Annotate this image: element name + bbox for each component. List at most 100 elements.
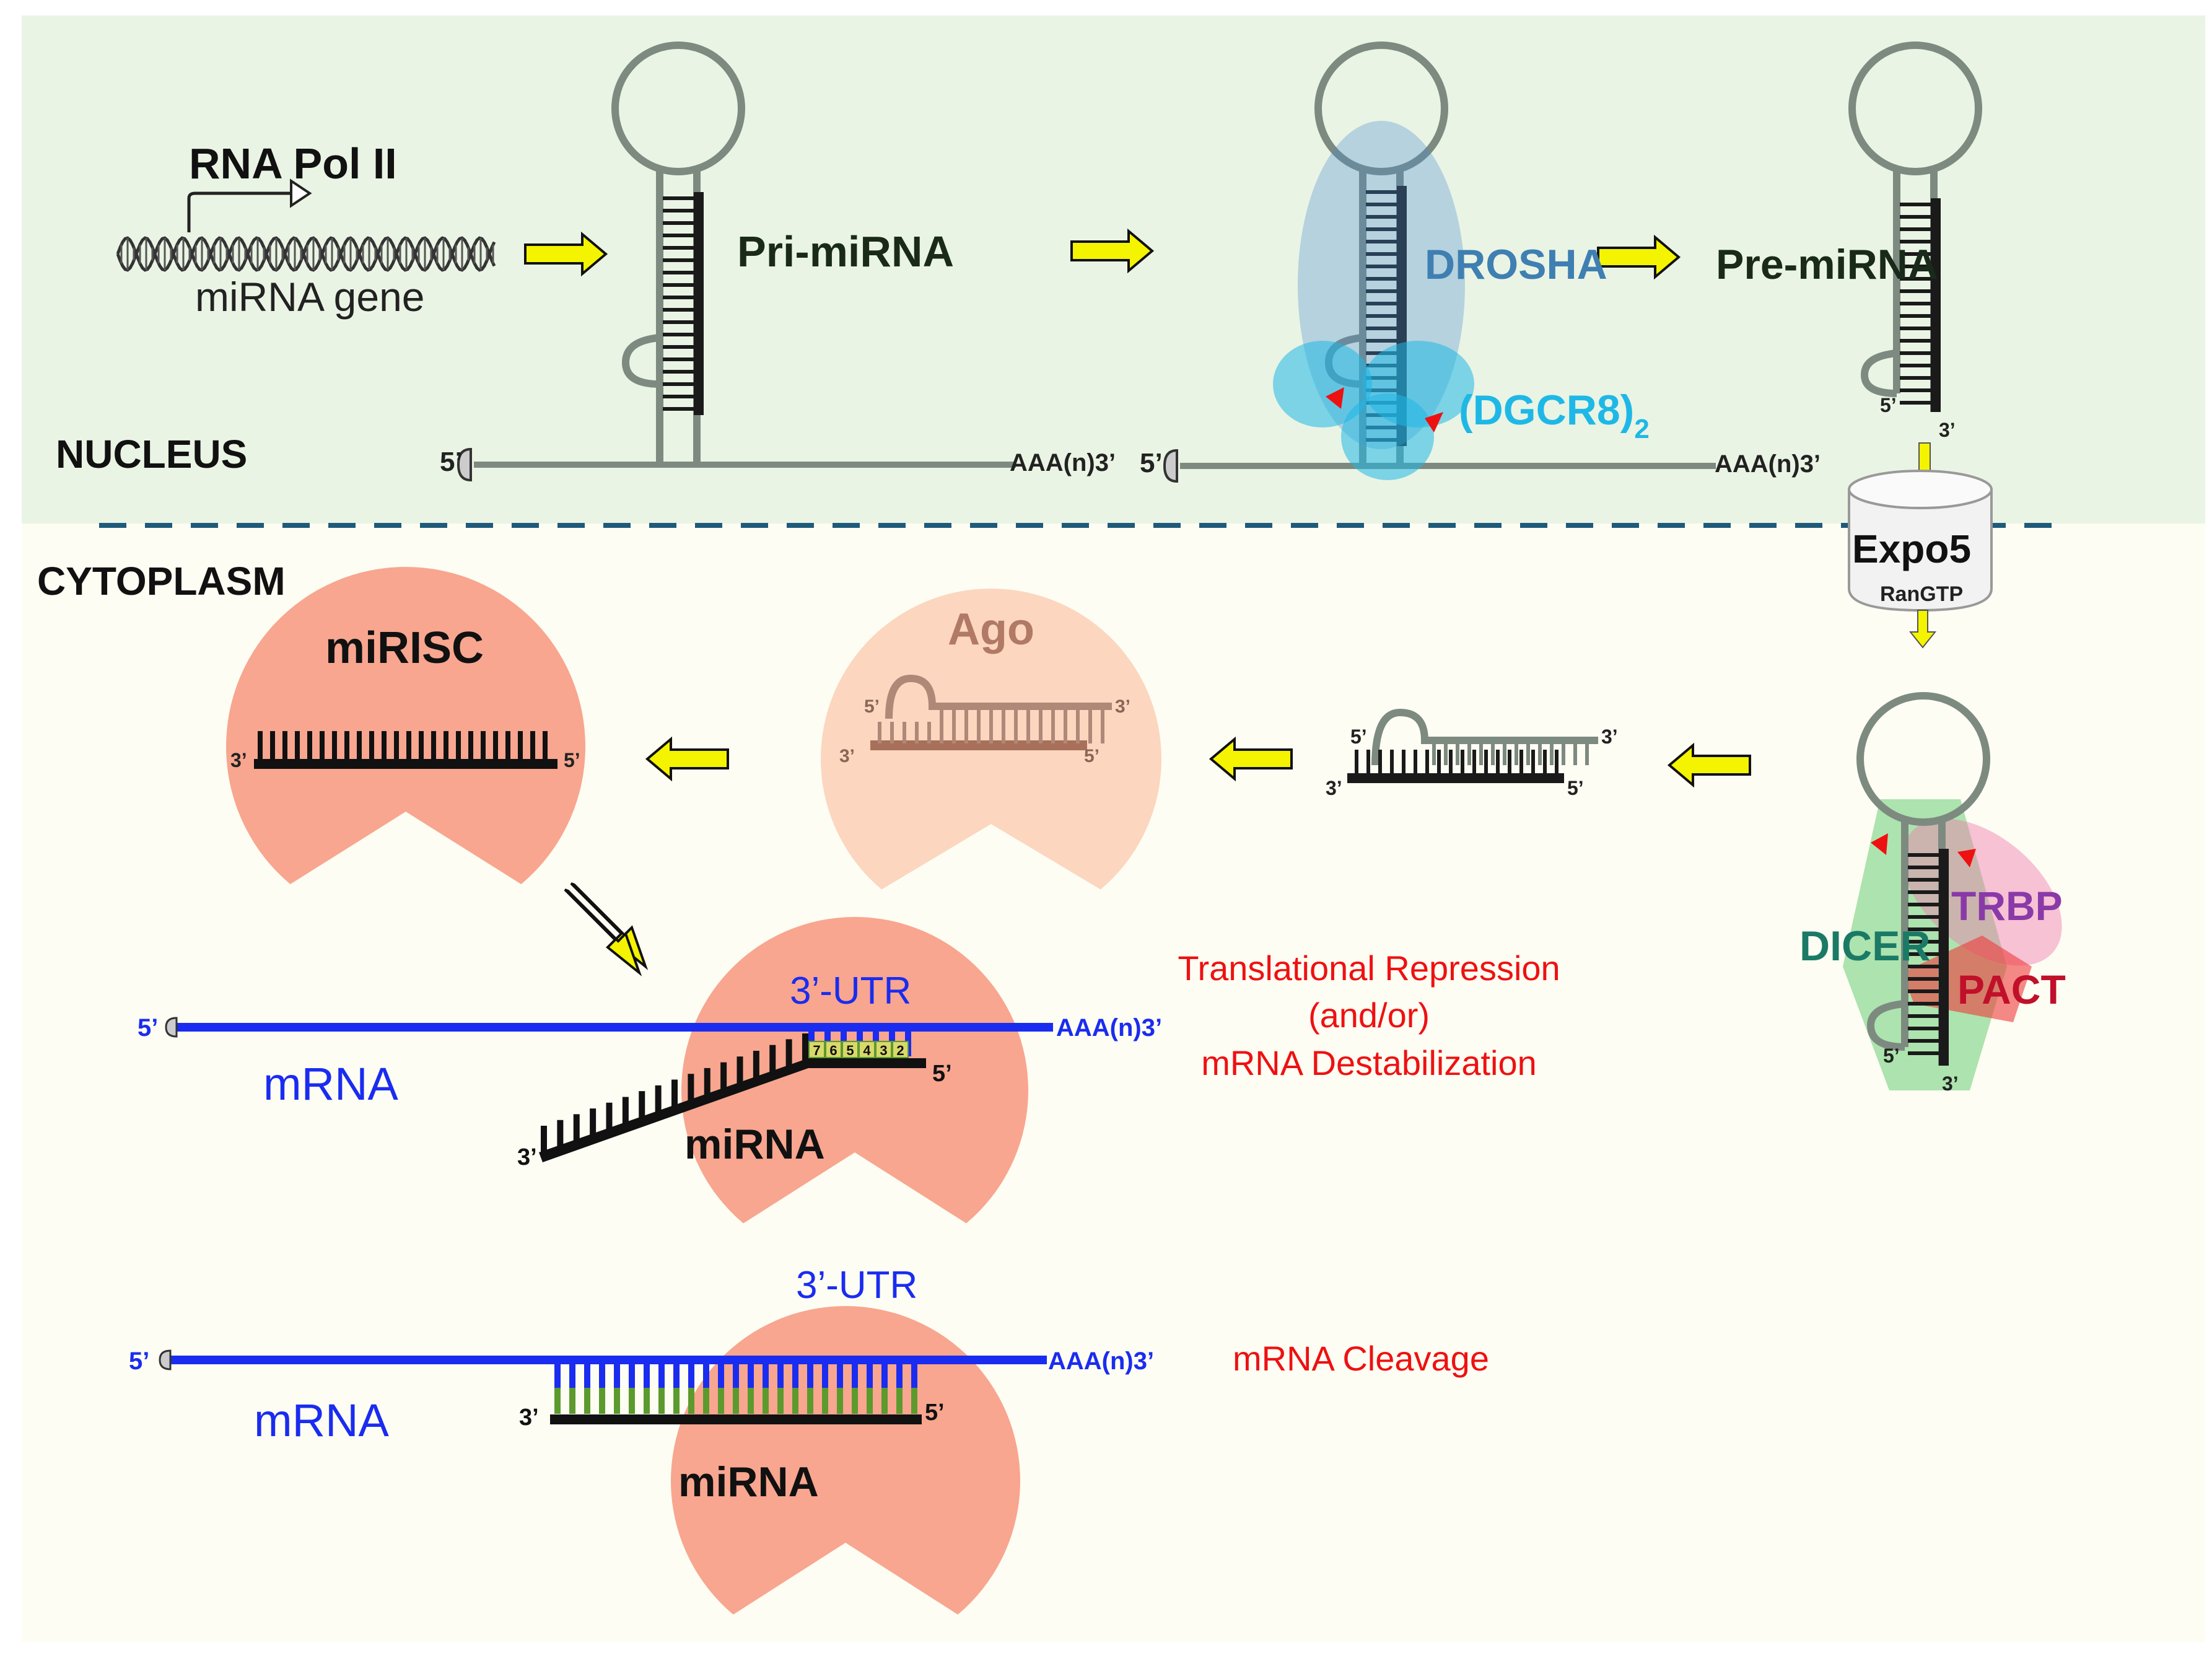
- transcription-start-arrow: [187, 191, 291, 232]
- rangtp-label: RanGTP: [1880, 582, 1963, 606]
- mirna-gene-label: miRNA gene: [195, 274, 425, 320]
- dgcr8-bottom-shape: [1341, 393, 1434, 480]
- duplex-five-prime-bottom: 5’: [1567, 777, 1584, 799]
- ago-five-prime-top: 5’: [864, 696, 880, 717]
- ago-five-prime-bottom: 5’: [1084, 746, 1099, 766]
- ago-complex: [821, 589, 1162, 890]
- arrow-pri-to-drosha: [1070, 228, 1155, 274]
- duplex-five-prime-top: 5’: [1350, 726, 1367, 748]
- full-utr-label: 3’-UTR: [796, 1264, 917, 1307]
- outcome-and-or: (and/or): [1308, 996, 1430, 1035]
- nucleus-label: NUCLEUS: [56, 432, 247, 476]
- full-mrna-five-prime: 5’: [129, 1348, 149, 1375]
- transcription-arrowhead-icon: [290, 178, 312, 208]
- mirisc-five-prime: 5’: [564, 749, 580, 771]
- dgcr8-label: (DGCR8)2: [1459, 387, 1650, 444]
- seed-position-number: 2: [896, 1043, 904, 1058]
- full-mrna-tail: AAA(n)3’: [1048, 1348, 1154, 1375]
- seed-position-number: 6: [829, 1043, 837, 1058]
- trbp-label: TRBP: [1951, 883, 2063, 929]
- seed-position-box: [892, 1041, 909, 1058]
- dicer-three-prime: 3’: [1942, 1072, 1959, 1095]
- mirisc-three-prime: 3’: [230, 749, 247, 771]
- pri-five-prime: 5’: [440, 447, 463, 477]
- partial-mrna-five-prime: 5’: [138, 1014, 158, 1041]
- cleavage-site-marker-icon: [1425, 412, 1443, 432]
- seed-position-number: 5: [846, 1043, 854, 1058]
- dicer-complex: [1843, 692, 2062, 1090]
- seed-position-number: 4: [863, 1043, 871, 1058]
- drosha-label: DROSHA: [1425, 241, 1607, 288]
- ago-three-prime-bottom: 3’: [839, 746, 855, 766]
- five-prime-cap-icon: [165, 1017, 178, 1038]
- duplex-three-prime-bottom: 3’: [1326, 777, 1342, 799]
- pact-shape: [1902, 936, 2032, 1022]
- ago-label: Ago: [948, 605, 1034, 654]
- mirna-duplex: [1347, 708, 1598, 783]
- mirisc-shape: [226, 566, 585, 885]
- arrow-ago-to-mirisc: [645, 736, 729, 782]
- arrow-transcription-to-pri: [524, 231, 608, 277]
- outcome-mrna-cleavage: mRNA Cleavage: [1233, 1339, 1489, 1378]
- dgcr8-left-shape: [1273, 341, 1372, 427]
- cleavage-site-marker-icon: [1326, 387, 1344, 409]
- seed-position-number: 3: [880, 1043, 887, 1058]
- expo5-label: Expo5: [1852, 527, 1971, 571]
- full-mirna-five-prime: 5’: [925, 1400, 945, 1426]
- partial-mrna-label: mRNA: [263, 1058, 399, 1110]
- outcome-translational-repression: Translational Repression: [1178, 949, 1560, 988]
- pri-mirna-label: Pri-miRNA: [737, 227, 954, 276]
- five-prime-cap-icon: [1163, 449, 1178, 483]
- seed-position-box: [825, 1041, 842, 1058]
- dicer-label: DICER: [1799, 923, 1931, 970]
- seed-position-number: 7: [813, 1043, 820, 1058]
- argonaute-shape: [681, 917, 1029, 1224]
- argonaute-shape: [671, 1306, 1020, 1615]
- mirisc-complex: [226, 566, 585, 885]
- exportin-5-channel: [1848, 442, 1993, 649]
- rna-pol-ii-label: RNA Pol II: [189, 139, 397, 188]
- full-mirna-label: miRNA: [678, 1458, 819, 1506]
- ago-three-prime-top: 3’: [1115, 696, 1130, 717]
- full-mirna-three-prime: 3’: [519, 1405, 539, 1431]
- arrow-drosha-to-pre: [1597, 234, 1681, 280]
- drosha-three-prime-tail: AAA(n)3’: [1715, 450, 1821, 478]
- drosha-five-prime: 5’: [1140, 448, 1163, 478]
- seed-position-box: [842, 1041, 859, 1058]
- outcome-mrna-destabilization: mRNA Destabilization: [1201, 1043, 1537, 1082]
- cleavage-site-marker-icon: [1957, 849, 1976, 867]
- seed-position-box: [859, 1041, 875, 1058]
- partial-mrna-tail: AAA(n)3’: [1056, 1014, 1162, 1041]
- cleavage-site-marker-icon: [1871, 833, 1888, 855]
- mirisc-label: miRISC: [325, 623, 484, 673]
- full-mrna-label: mRNA: [254, 1395, 390, 1446]
- five-prime-cap-icon: [159, 1349, 172, 1370]
- partial-utr-label: 3’-UTR: [790, 970, 911, 1012]
- dicer-shape: [1843, 799, 2007, 1090]
- arrow-mirisc-to-target: [564, 882, 649, 976]
- pact-label: PACT: [1957, 967, 2066, 1012]
- partial-mirna-label: miRNA: [684, 1121, 825, 1168]
- partial-mirna-three-prime: 3’: [517, 1144, 537, 1170]
- pri-mirna-hairpin: [457, 42, 1016, 482]
- arrow-dicer-to-duplex: [1667, 742, 1751, 788]
- pre-mirna-label: Pre-miRNA: [1716, 241, 1938, 288]
- five-prime-cap-icon: [457, 447, 472, 482]
- partial-mirna-five-prime: 5’: [932, 1061, 952, 1087]
- pre-mirna-hairpin: [1848, 42, 1982, 412]
- seed-position-box: [808, 1041, 825, 1058]
- microprocessor-complex: [1163, 42, 1716, 483]
- cytoplasm-label: CYTOPLASM: [37, 559, 286, 603]
- seed-position-box: [875, 1041, 892, 1058]
- pre-five-prime: 5’: [1880, 394, 1897, 416]
- arrow-duplex-to-ago: [1209, 736, 1293, 782]
- dicer-five-prime: 5’: [1883, 1045, 1900, 1067]
- pri-three-prime-tail: AAA(n)3’: [1010, 449, 1116, 476]
- full-pairing-complex: [159, 1306, 1047, 1615]
- duplex-three-prime-top: 3’: [1601, 726, 1618, 748]
- dna-helix-icon: [116, 236, 496, 272]
- pre-three-prime: 3’: [1939, 419, 1956, 441]
